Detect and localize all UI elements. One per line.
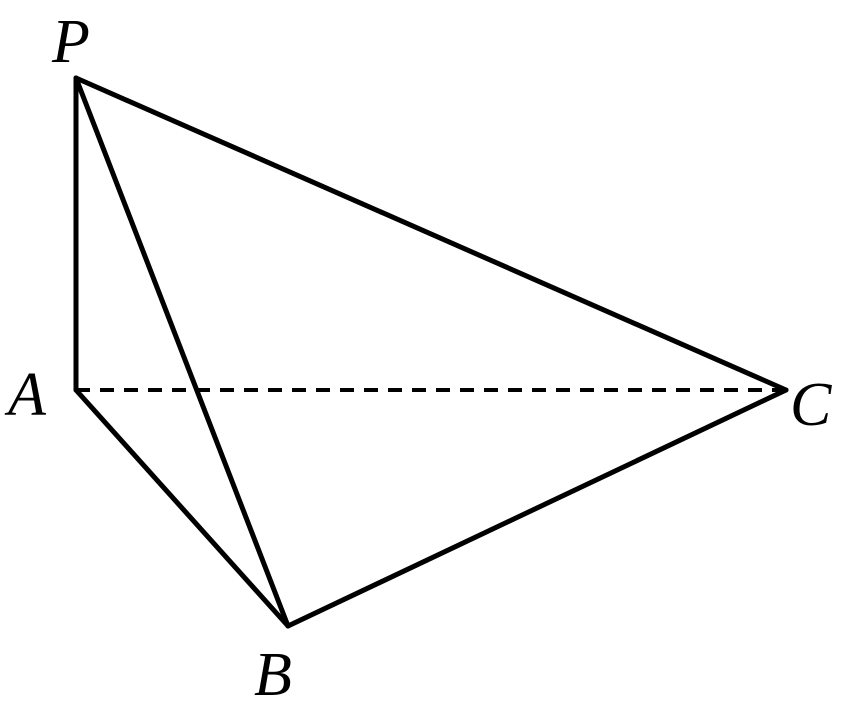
vertex-label-A: A <box>4 361 47 429</box>
vertex-label-B: B <box>254 641 292 707</box>
edge-AB <box>73 387 291 629</box>
vertex-label-P: P <box>51 8 90 76</box>
vertex-label-C: C <box>790 371 832 439</box>
edge-BC <box>285 387 789 629</box>
edge-PB <box>73 75 291 629</box>
edge-PC <box>73 75 789 393</box>
